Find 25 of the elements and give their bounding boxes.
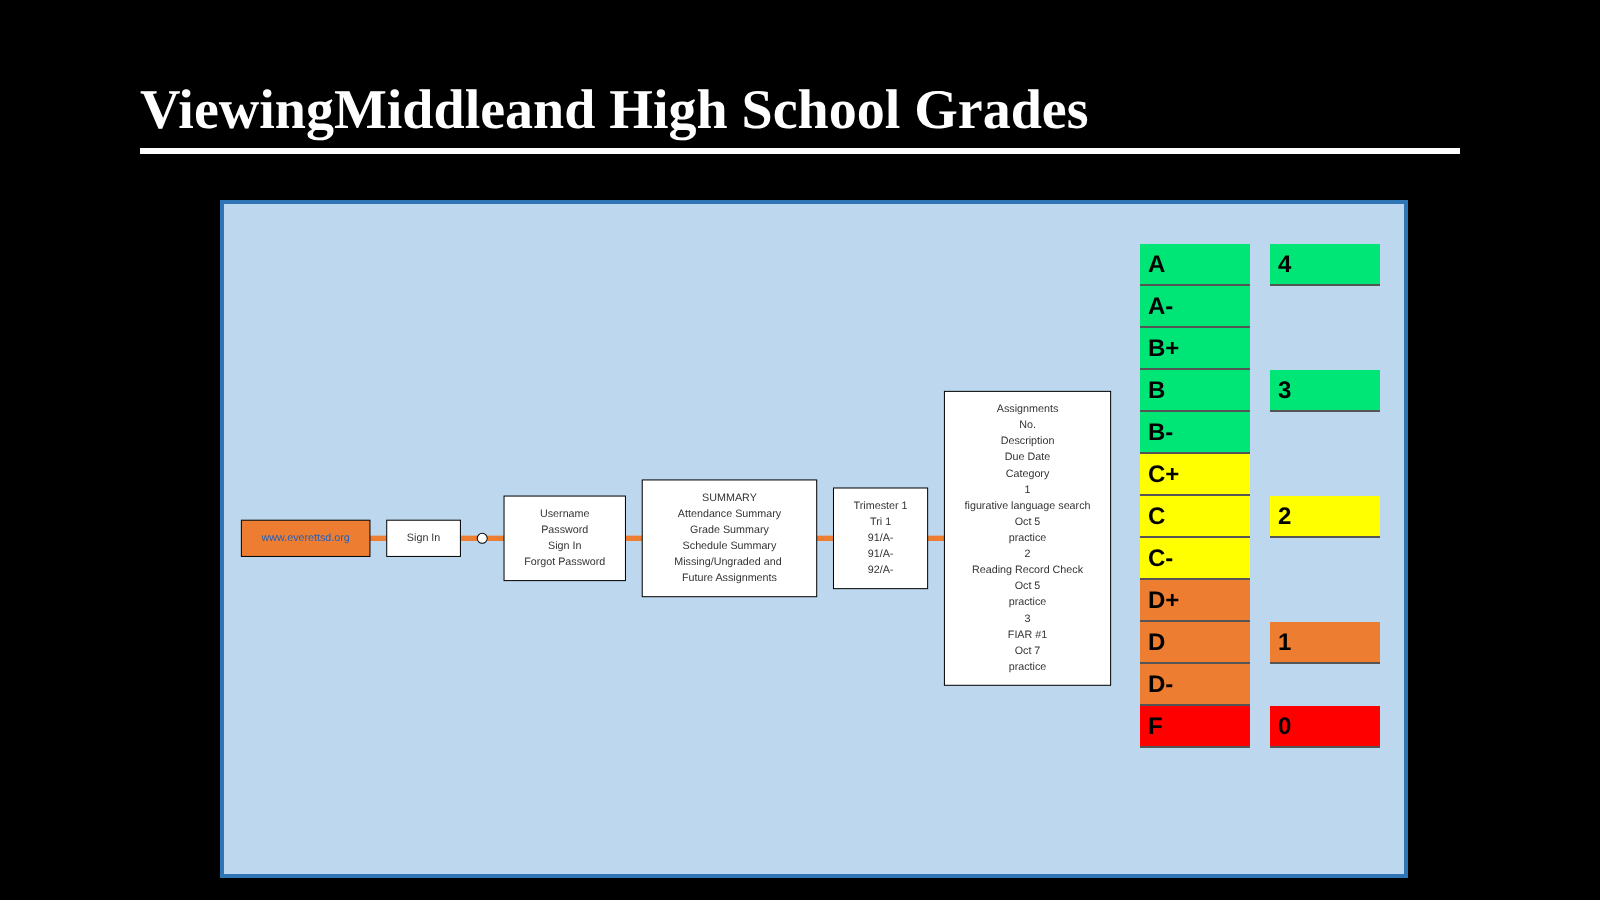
grade-points-cell: 2 bbox=[1270, 496, 1380, 538]
letter-grade-cell: D- bbox=[1140, 664, 1250, 706]
letter-grade-cell: D bbox=[1140, 622, 1250, 664]
grade-points-cell: 1 bbox=[1270, 622, 1380, 664]
node-box bbox=[641, 479, 818, 597]
letter-grade-cell: A- bbox=[1140, 286, 1250, 328]
node-box bbox=[503, 495, 626, 581]
letter-grade-cell: B+ bbox=[1140, 328, 1250, 370]
letter-grade-cell: B bbox=[1140, 370, 1250, 412]
letter-grade-cell: C- bbox=[1140, 538, 1250, 580]
letter-grade-cell: A bbox=[1140, 244, 1250, 286]
grade-points-cell: 0 bbox=[1270, 706, 1380, 748]
slide-title: ViewingMiddleand High School Grades bbox=[140, 80, 1460, 154]
node-circle bbox=[476, 532, 488, 544]
node-box bbox=[240, 519, 371, 557]
node-box bbox=[386, 519, 461, 557]
grade-points-cell: 3 bbox=[1270, 370, 1380, 412]
node-box bbox=[832, 487, 929, 589]
letter-grade-cell: F bbox=[1140, 706, 1250, 748]
letter-grade-cell: B- bbox=[1140, 412, 1250, 454]
letter-grade-cell: D+ bbox=[1140, 580, 1250, 622]
grade-points-cell: 4 bbox=[1270, 244, 1380, 286]
node-box bbox=[943, 390, 1112, 686]
letter-grade-cell: C+ bbox=[1140, 454, 1250, 496]
letter-grade-cell: C bbox=[1140, 496, 1250, 538]
